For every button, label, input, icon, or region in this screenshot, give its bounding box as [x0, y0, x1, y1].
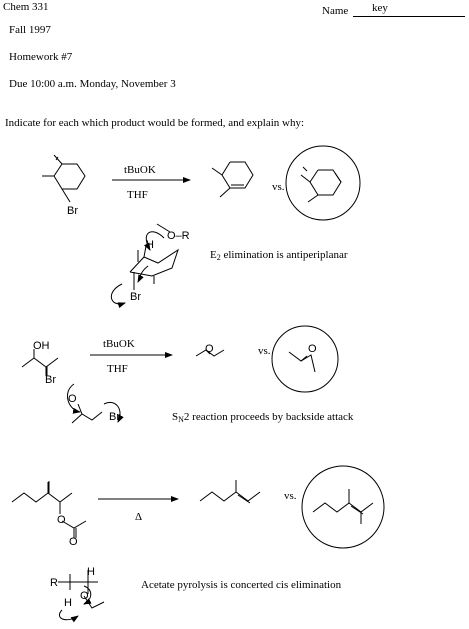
problem1-vs: vs.	[272, 181, 285, 193]
problem2-br2-label: Br	[109, 411, 120, 423]
problem3-o-label: O	[57, 514, 66, 526]
problem2-epoxide2-o: O	[308, 343, 317, 355]
problem3-r-label: R	[50, 577, 58, 589]
problem3-reactant	[11, 481, 87, 538]
problem3-circled-structure	[312, 489, 374, 524]
name-underline	[353, 16, 465, 17]
problem2-solvent: THF	[107, 363, 128, 375]
problem2-circled-product	[271, 325, 339, 393]
problem1-chair-mechanism	[111, 223, 179, 309]
problem2-vs: vs.	[258, 345, 271, 357]
problem2-product	[195, 349, 225, 357]
problem3-product	[199, 480, 261, 504]
name-label: Name	[322, 5, 349, 17]
problem2-circled-structure	[288, 351, 316, 373]
problem1-circled-product	[285, 145, 361, 221]
problem2-epoxide-o: O	[205, 343, 214, 355]
due-date: Due 10:00 a.m. Monday, November 3	[9, 78, 176, 90]
problem2-o-label: O	[68, 393, 77, 405]
problem2-mechanism	[66, 383, 124, 424]
course-title: Chem 331	[3, 1, 49, 13]
problem3-h-label: H	[87, 566, 95, 578]
problem3-mechanism	[58, 570, 105, 623]
problem1-solvent: THF	[127, 189, 148, 201]
problem2-br-label: Br	[45, 374, 56, 386]
problem2-reactant	[21, 349, 59, 376]
problem2-explanation: SN2 reaction proceeds by backside attack	[172, 411, 354, 424]
assignment-title: Homework #7	[9, 51, 73, 63]
problem1-reactant	[42, 154, 86, 203]
problem2-oh-label: OH	[33, 340, 50, 352]
problem1-reagent: tBuOK	[124, 164, 156, 176]
term: Fall 1997	[9, 24, 51, 36]
instructions: Indicate for each which product would be…	[5, 117, 305, 129]
problem3-circled-product	[301, 465, 385, 549]
problem1-product	[211, 161, 254, 198]
problem3-carbonyl-o: O	[69, 536, 78, 548]
problem1-or-label: O–R	[167, 230, 190, 242]
problem3-vs: vs.	[284, 490, 297, 502]
name-value: key	[372, 2, 388, 14]
problem1-circled-structure	[300, 166, 342, 203]
problem3-reagent: Δ	[135, 511, 143, 523]
problem1-explanation: E2 elimination is antiperiplanar	[210, 249, 348, 262]
problem1-br2-label: Br	[130, 291, 141, 303]
problem1-br-label: Br	[67, 205, 78, 217]
problem3-h2-label: H	[64, 597, 72, 609]
problem3-explanation: Acetate pyrolysis is concerted cis elimi…	[141, 579, 342, 591]
problem2-reagent: tBuOK	[103, 338, 135, 350]
